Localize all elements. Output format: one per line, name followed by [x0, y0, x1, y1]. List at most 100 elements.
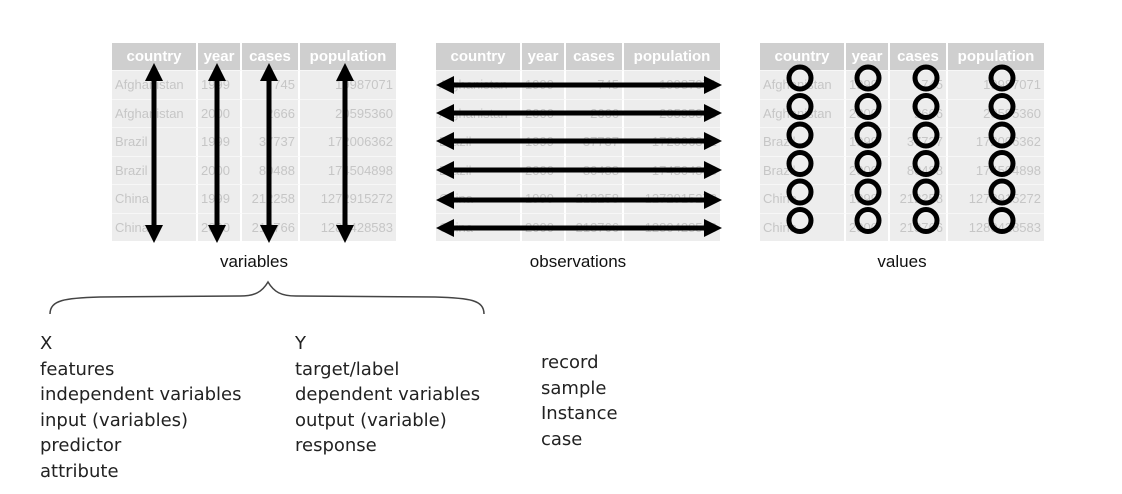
cell: China [112, 184, 198, 213]
header-year: year [846, 43, 890, 70]
cell: 37737 [242, 127, 300, 156]
list-item: record [541, 352, 599, 373]
cell: 2000 [198, 98, 242, 127]
list-item: Instance [541, 403, 618, 425]
cell: 174504898 [624, 155, 720, 184]
header-country: country [436, 43, 522, 70]
cell: Brazil [112, 127, 198, 156]
cell: 1999 [198, 70, 242, 99]
y-terms-list: Y target/label dependent variables outpu… [295, 331, 480, 459]
cell: 2000 [198, 155, 242, 184]
cell: Afghanistan [436, 98, 522, 127]
cell: Afghanistan [112, 98, 198, 127]
cell: 1999 [198, 127, 242, 156]
cell: 213766 [242, 212, 300, 241]
cell: 37737 [566, 127, 624, 156]
cell: 2000 [522, 155, 566, 184]
list-item: dependent variables [295, 384, 481, 406]
cell: Afghanistan [760, 70, 846, 99]
cell: Afghanistan [436, 70, 522, 99]
cell: 19987071 [624, 70, 720, 99]
cell: 80488 [890, 155, 948, 184]
cell: 212258 [566, 184, 624, 213]
cell: 1280428583 [624, 212, 720, 241]
cell: 213766 [566, 212, 624, 241]
list-item: input (variables) [40, 409, 189, 431]
list-item: target/label [295, 358, 400, 380]
cell: 212258 [242, 184, 300, 213]
cell: 1272915272 [300, 184, 396, 213]
cell: 1999 [846, 127, 890, 156]
cell: Afghanistan [112, 70, 198, 99]
cell: 1280428583 [948, 212, 1044, 241]
cell: Brazil [760, 155, 846, 184]
cell: 2666 [242, 98, 300, 127]
cell: 1272915272 [624, 184, 720, 213]
cell: 19987071 [300, 70, 396, 99]
variables-panel: country year cases population Afghanista… [112, 43, 396, 243]
list-item: X [40, 333, 53, 354]
cell: 1999 [846, 184, 890, 213]
cell: 37737 [890, 127, 948, 156]
cell: 20595360 [948, 98, 1044, 127]
cell: China [760, 184, 846, 213]
list-item: output (variable) [295, 409, 447, 431]
header-country: country [112, 43, 198, 70]
header-population: population [624, 43, 720, 70]
list-item: independent variables [40, 384, 242, 406]
tidy-data-table-variables: country year cases population Afghanista… [112, 43, 396, 241]
cell: 1999 [846, 70, 890, 99]
header-cases: cases [890, 43, 948, 70]
cell: 1272915272 [948, 184, 1044, 213]
list-item: response [295, 435, 377, 457]
caption-values: values [877, 252, 927, 271]
tidy-data-table-values: country year cases population Afghanista… [760, 43, 1044, 241]
cell: 213766 [890, 212, 948, 241]
header-country: country [760, 43, 846, 70]
cell: Afghanistan [760, 98, 846, 127]
header-cases: cases [566, 43, 624, 70]
cell: 172006362 [624, 127, 720, 156]
values-panel: country year cases population Afghanista… [760, 43, 1044, 241]
table-header-row: country year cases population [436, 43, 720, 70]
cell: 2666 [890, 98, 948, 127]
cell: 1999 [522, 184, 566, 213]
cell: Brazil [436, 155, 522, 184]
list-item: Y [295, 333, 306, 354]
cell: 2000 [522, 212, 566, 241]
cell: 2000 [198, 212, 242, 241]
cell: 2000 [522, 98, 566, 127]
list-item: case [541, 428, 583, 450]
list-item: predictor [40, 435, 122, 457]
cell: 174504898 [948, 155, 1044, 184]
header-cases: cases [242, 43, 300, 70]
header-population: population [300, 43, 396, 70]
cell: 80488 [242, 155, 300, 184]
cell: China [760, 212, 846, 241]
header-year: year [198, 43, 242, 70]
cell: 212258 [890, 184, 948, 213]
cell: China [436, 184, 522, 213]
curly-brace-icon [49, 280, 485, 315]
list-item: features [40, 358, 115, 380]
cell: 172006362 [948, 127, 1044, 156]
cell: Brazil [112, 155, 198, 184]
cell: China [112, 212, 198, 241]
cell: 1999 [522, 127, 566, 156]
list-item: sample [541, 377, 607, 399]
list-item: attribute [40, 460, 119, 482]
cell: 745 [890, 70, 948, 99]
observations-panel: country year cases population Afghanista… [436, 43, 722, 241]
cell: 2000 [846, 155, 890, 184]
cell: 1999 [522, 70, 566, 99]
